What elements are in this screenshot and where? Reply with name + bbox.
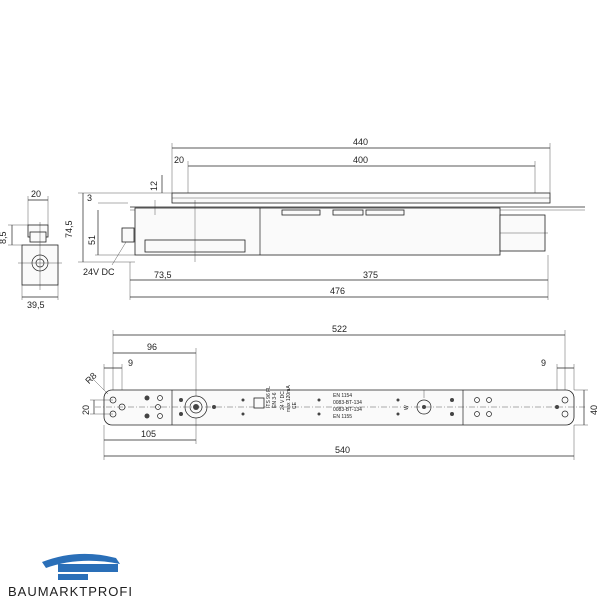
dim-front-3: 3 bbox=[87, 193, 92, 203]
base-plate-view: W ITS 96 FL EN 3-6 24 V DC max 120mA CE … bbox=[81, 324, 599, 460]
dim-plate-r8: R8 bbox=[83, 371, 98, 386]
dim-side-width-20: 20 bbox=[31, 189, 41, 199]
dim-front-74-5: 74,5 bbox=[64, 220, 74, 238]
label-cert2: 0083-BT-134 bbox=[333, 407, 362, 413]
dim-side-height-8-5: 8,5 bbox=[0, 231, 8, 244]
label-en1154: EN 1154 bbox=[333, 393, 352, 399]
dim-front-73-5: 73,5 bbox=[154, 270, 172, 280]
label-voltage: 24V DC bbox=[83, 267, 115, 277]
dim-front-12: 12 bbox=[149, 181, 159, 191]
dim-plate-20: 20 bbox=[81, 405, 91, 415]
label-en1155: EN 1155 bbox=[333, 414, 352, 420]
label-current: max 120mA bbox=[286, 385, 292, 412]
dim-side-width-39-5: 39,5 bbox=[27, 300, 45, 310]
dim-front-375: 375 bbox=[363, 270, 378, 280]
dim-front-20: 20 bbox=[174, 155, 184, 165]
brand-name: BAUMARKTPROFI bbox=[8, 584, 133, 599]
label-dial: W bbox=[404, 405, 410, 410]
dim-plate-96: 96 bbox=[147, 342, 157, 352]
dim-plate-540: 540 bbox=[335, 445, 350, 455]
dorma-logo-icon bbox=[253, 397, 265, 409]
label-ce: CE bbox=[292, 401, 298, 409]
dim-plate-105: 105 bbox=[141, 429, 156, 439]
dim-plate-522: 522 bbox=[332, 324, 347, 334]
label-norm: EN 3-6 bbox=[272, 392, 278, 408]
label-cert1: 0083-BT-134 bbox=[333, 400, 362, 406]
dim-plate-9-right: 9 bbox=[541, 358, 546, 368]
side-view: 20 8,5 39,5 bbox=[0, 189, 62, 310]
brand-logo-icon bbox=[42, 553, 120, 580]
dim-front-440: 440 bbox=[353, 137, 368, 147]
dim-front-400: 400 bbox=[353, 155, 368, 165]
dim-plate-40: 40 bbox=[589, 405, 599, 415]
dim-front-476: 476 bbox=[330, 286, 345, 296]
dim-plate-9-left: 9 bbox=[128, 358, 133, 368]
front-view: 440 400 20 12 3 74,5 51 24V DC 73,5 375 bbox=[64, 137, 585, 300]
label-voltage-plate: 24 V DC bbox=[280, 391, 286, 410]
label-model: ITS 96 FL bbox=[266, 386, 272, 408]
dim-front-51: 51 bbox=[87, 235, 97, 245]
